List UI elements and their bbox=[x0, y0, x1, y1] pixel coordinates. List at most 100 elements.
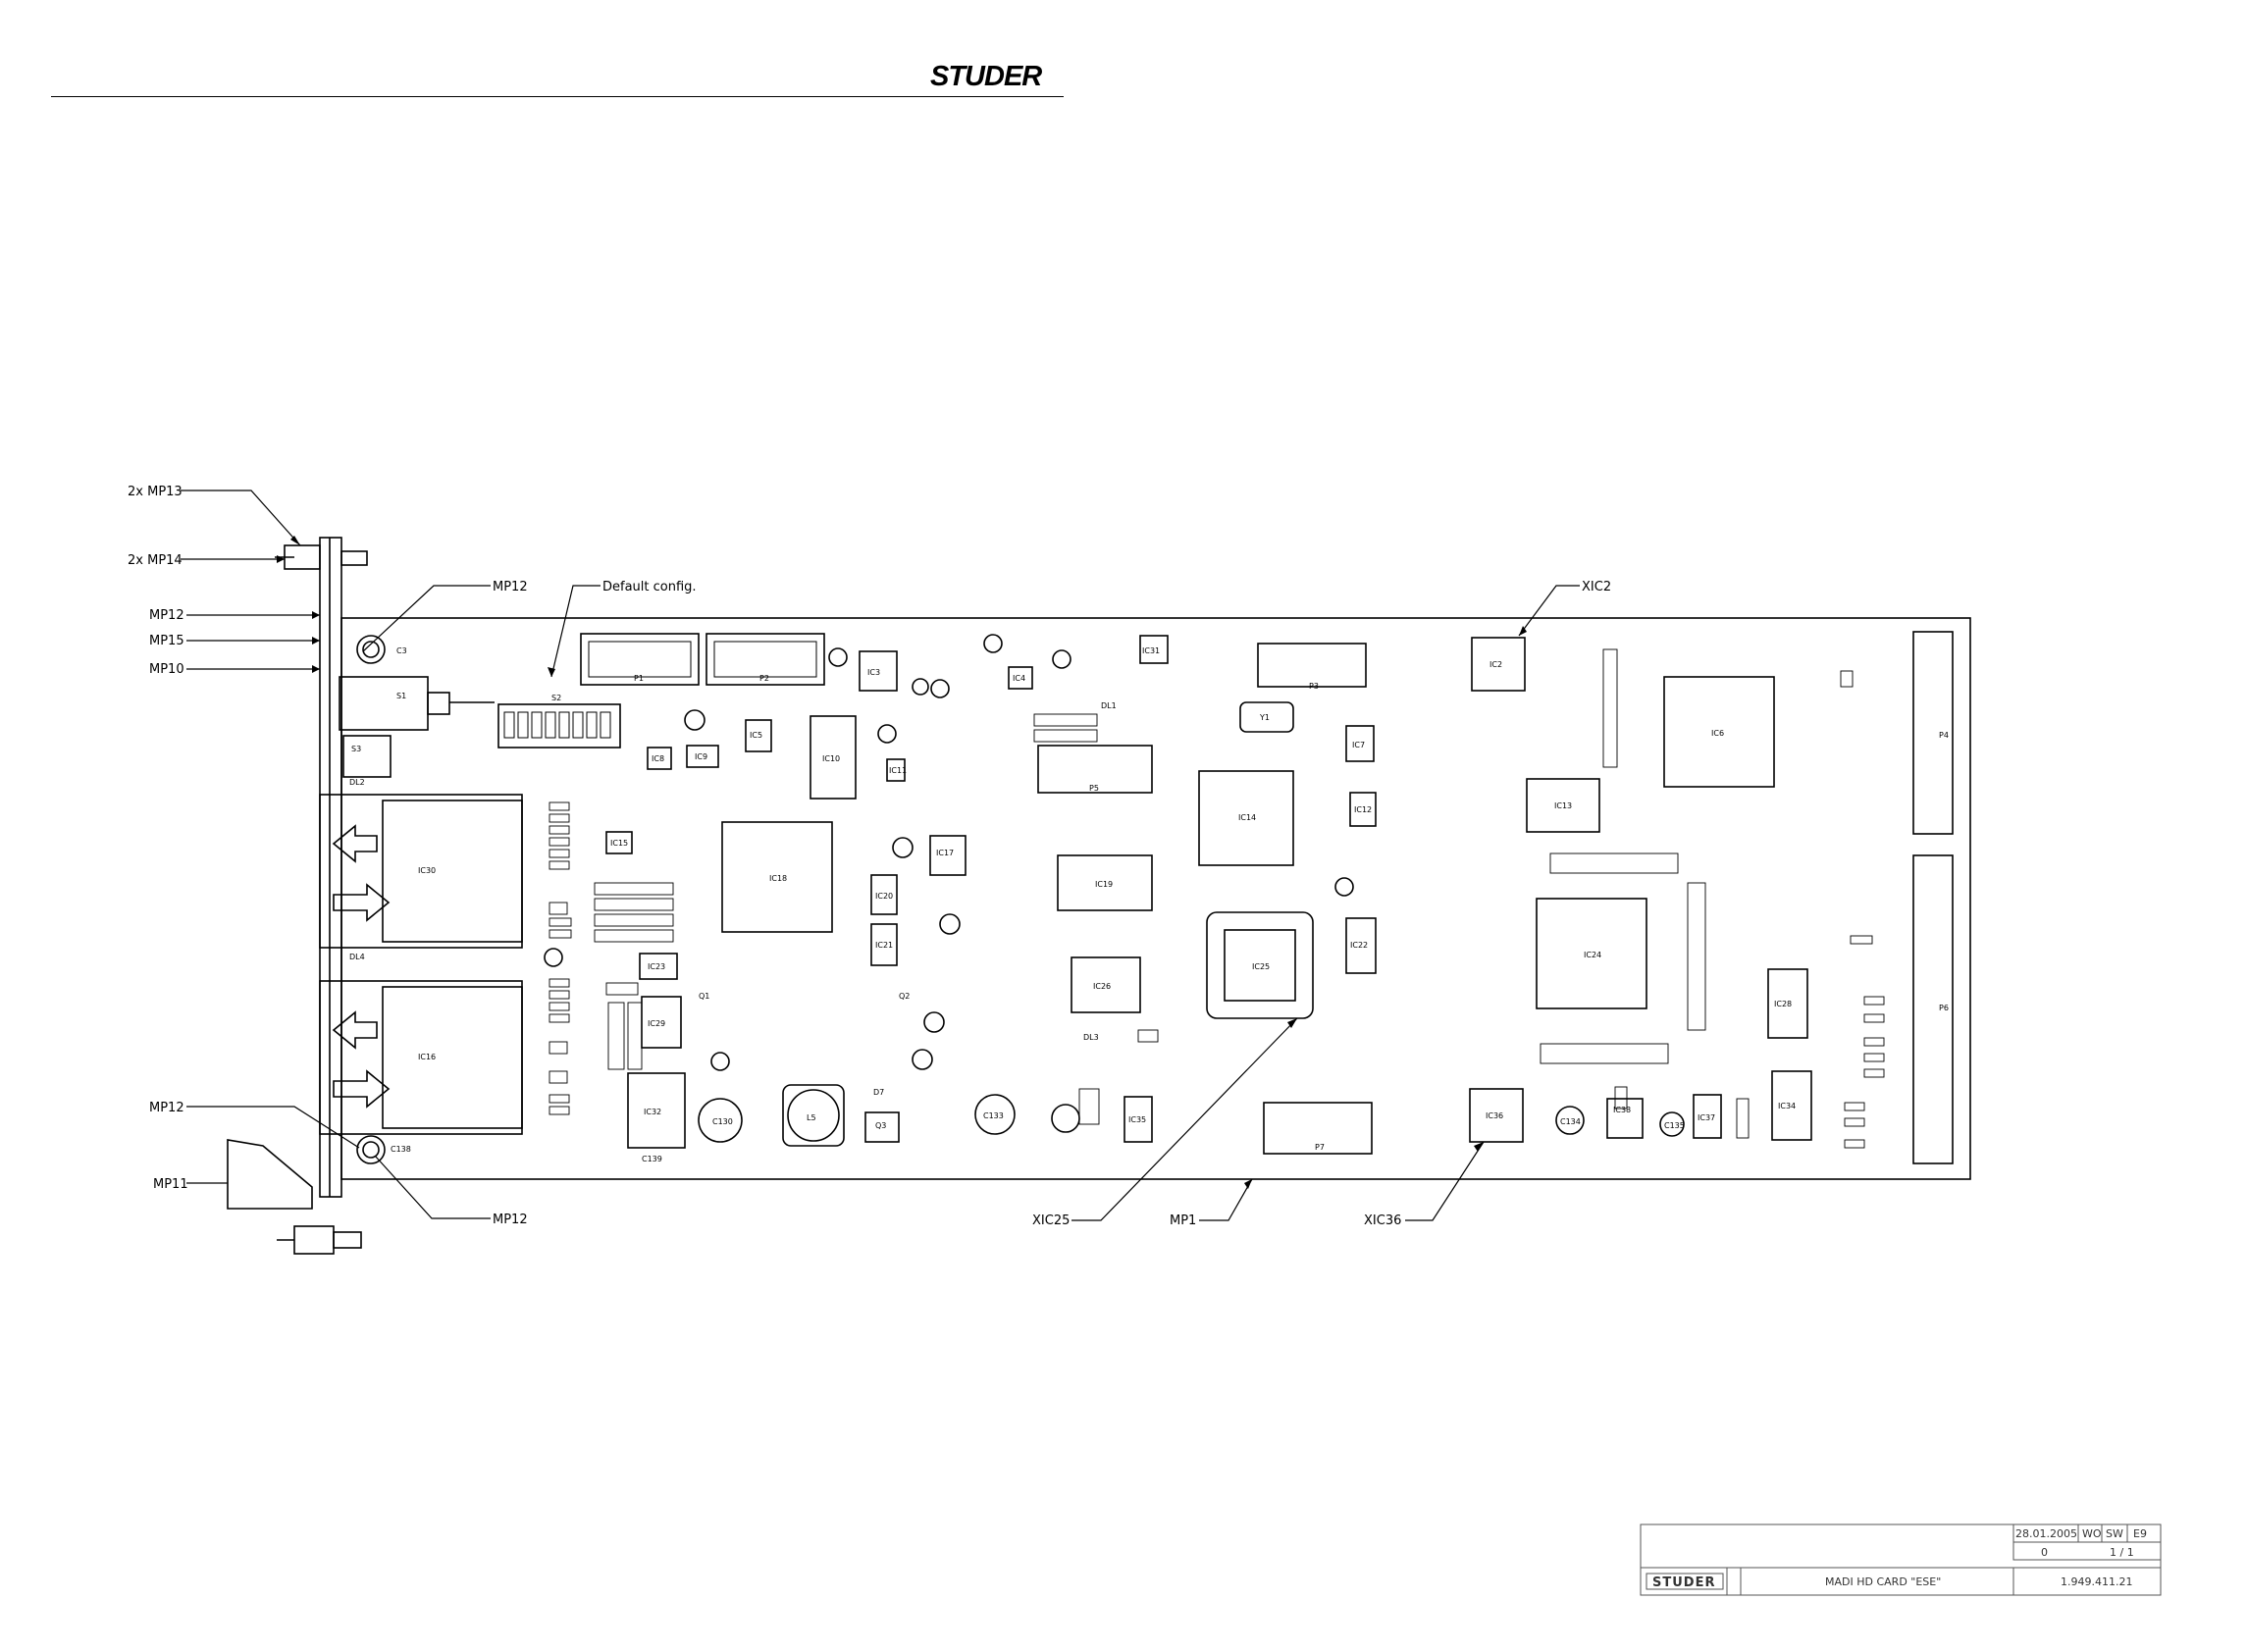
chip-ic18 bbox=[721, 821, 833, 933]
chip-ic11 bbox=[886, 758, 906, 782]
label-ic2: IC2 bbox=[1489, 660, 1502, 669]
chip-ic28 bbox=[1767, 968, 1808, 1039]
callout-mp12-left-bottom: MP12 bbox=[149, 1101, 184, 1115]
label-d7: D7 bbox=[873, 1088, 884, 1097]
connector-p4 bbox=[1912, 631, 1954, 835]
label-c130: C130 bbox=[712, 1117, 733, 1126]
chip-ic10 bbox=[810, 715, 857, 800]
chip-ic2 bbox=[1471, 637, 1526, 692]
label-p2: P2 bbox=[759, 674, 769, 683]
label-c138: C138 bbox=[391, 1145, 411, 1154]
label-ic14: IC14 bbox=[1238, 813, 1256, 822]
label-ic22: IC22 bbox=[1350, 941, 1368, 950]
label-q2: Q2 bbox=[899, 992, 910, 1001]
label-ic30: IC30 bbox=[418, 866, 436, 875]
label-ic3: IC3 bbox=[867, 668, 880, 677]
studer-logo: STUDER bbox=[930, 61, 1042, 92]
chip-ic13 bbox=[1526, 778, 1600, 833]
label-ic36: IC36 bbox=[1486, 1111, 1503, 1120]
callout-mp12-right: MP12 bbox=[493, 580, 528, 594]
socket-ic25 bbox=[1206, 911, 1314, 1019]
callout-mp12-bottom: MP12 bbox=[493, 1213, 528, 1227]
chip-ic24 bbox=[1536, 898, 1647, 1009]
leader-xic36 bbox=[1405, 1141, 1485, 1221]
label-ic38: IC38 bbox=[1613, 1106, 1631, 1114]
callout-mp10: MP10 bbox=[149, 662, 184, 677]
callout-mp15: MP15 bbox=[149, 634, 184, 648]
label-s1: S1 bbox=[396, 692, 406, 700]
label-dl4: DL4 bbox=[349, 953, 365, 961]
chip-ic37 bbox=[1693, 1094, 1722, 1139]
title-drawn: WO bbox=[2082, 1527, 2102, 1540]
label-p6: P6 bbox=[1939, 1004, 1949, 1012]
label-p3: P3 bbox=[1309, 682, 1319, 691]
title-brand: STUDER bbox=[1652, 1575, 1715, 1590]
label-c3: C3 bbox=[396, 646, 407, 655]
callout-mp13: 2x MP13 bbox=[128, 485, 183, 499]
chip-ic6 bbox=[1663, 676, 1775, 788]
leader-default-config bbox=[550, 585, 601, 678]
callout-default-config: Default config. bbox=[602, 580, 697, 594]
label-c139: C139 bbox=[642, 1155, 662, 1163]
cap-c134 bbox=[1555, 1106, 1585, 1135]
label-ic26: IC26 bbox=[1093, 982, 1111, 991]
label-s3: S3 bbox=[351, 745, 361, 753]
label-ic37: IC37 bbox=[1698, 1113, 1715, 1122]
panel-screw-bottom bbox=[356, 1135, 386, 1164]
label-p1: P1 bbox=[634, 674, 644, 683]
label-p5: P5 bbox=[1089, 784, 1099, 793]
chip-ic31 bbox=[1139, 635, 1169, 664]
chip-ic17 bbox=[929, 835, 967, 876]
title-index: 0 bbox=[2041, 1546, 2048, 1559]
label-p7: P7 bbox=[1315, 1143, 1325, 1152]
label-ic7: IC7 bbox=[1352, 741, 1365, 749]
label-ic23: IC23 bbox=[648, 962, 665, 971]
chip-ic36 bbox=[1469, 1088, 1524, 1143]
label-q1: Q1 bbox=[699, 992, 709, 1001]
leader-mp13 bbox=[181, 490, 301, 546]
callout-mp1: MP1 bbox=[1170, 1213, 1196, 1228]
label-ic11: IC11 bbox=[889, 766, 907, 775]
label-ic4: IC4 bbox=[1013, 674, 1025, 683]
leader-mp12-bottom bbox=[374, 1155, 491, 1219]
callout-mp12-top: MP12 bbox=[149, 608, 184, 623]
chip-ic15 bbox=[605, 831, 633, 854]
chip-ic7 bbox=[1345, 725, 1375, 762]
label-ic6: IC6 bbox=[1711, 729, 1724, 738]
label-ic29: IC29 bbox=[648, 1019, 665, 1028]
connector-p2 bbox=[705, 633, 825, 686]
chip-ic20 bbox=[870, 874, 898, 915]
crystal-y1 bbox=[1239, 701, 1294, 733]
label-ic8: IC8 bbox=[652, 754, 664, 763]
dip-switch-s2 bbox=[497, 703, 621, 749]
label-ic5: IC5 bbox=[750, 731, 762, 740]
cap-c135 bbox=[1659, 1111, 1685, 1137]
leader-xic2 bbox=[1518, 585, 1580, 637]
label-dl2: DL2 bbox=[349, 778, 365, 787]
leader-mp12-left-bottom bbox=[186, 1106, 360, 1149]
label-c134: C134 bbox=[1560, 1117, 1581, 1126]
callout-mp11: MP11 bbox=[153, 1177, 188, 1192]
chip-ic22 bbox=[1345, 917, 1377, 974]
chip-ic5 bbox=[745, 719, 772, 752]
label-ic13: IC13 bbox=[1554, 801, 1572, 810]
transistor-q3 bbox=[864, 1111, 900, 1143]
connector-p1 bbox=[580, 633, 700, 686]
chip-ic21 bbox=[870, 923, 898, 966]
label-ic24: IC24 bbox=[1584, 951, 1601, 959]
connector-p7 bbox=[1263, 1102, 1373, 1155]
label-ic17: IC17 bbox=[936, 849, 954, 857]
chip-ic9 bbox=[686, 745, 719, 768]
chip-ic19 bbox=[1057, 854, 1153, 911]
label-ic18: IC18 bbox=[769, 874, 787, 883]
chip-ic38 bbox=[1606, 1098, 1644, 1139]
callout-xic2: XIC2 bbox=[1582, 580, 1611, 594]
label-ic21: IC21 bbox=[875, 941, 893, 950]
label-ic32: IC32 bbox=[644, 1108, 661, 1116]
chip-ic34 bbox=[1771, 1070, 1812, 1141]
label-ic34: IC34 bbox=[1778, 1102, 1796, 1110]
leader-mp1 bbox=[1199, 1178, 1253, 1221]
callout-xic25: XIC25 bbox=[1032, 1213, 1070, 1228]
label-ic10: IC10 bbox=[822, 754, 840, 763]
